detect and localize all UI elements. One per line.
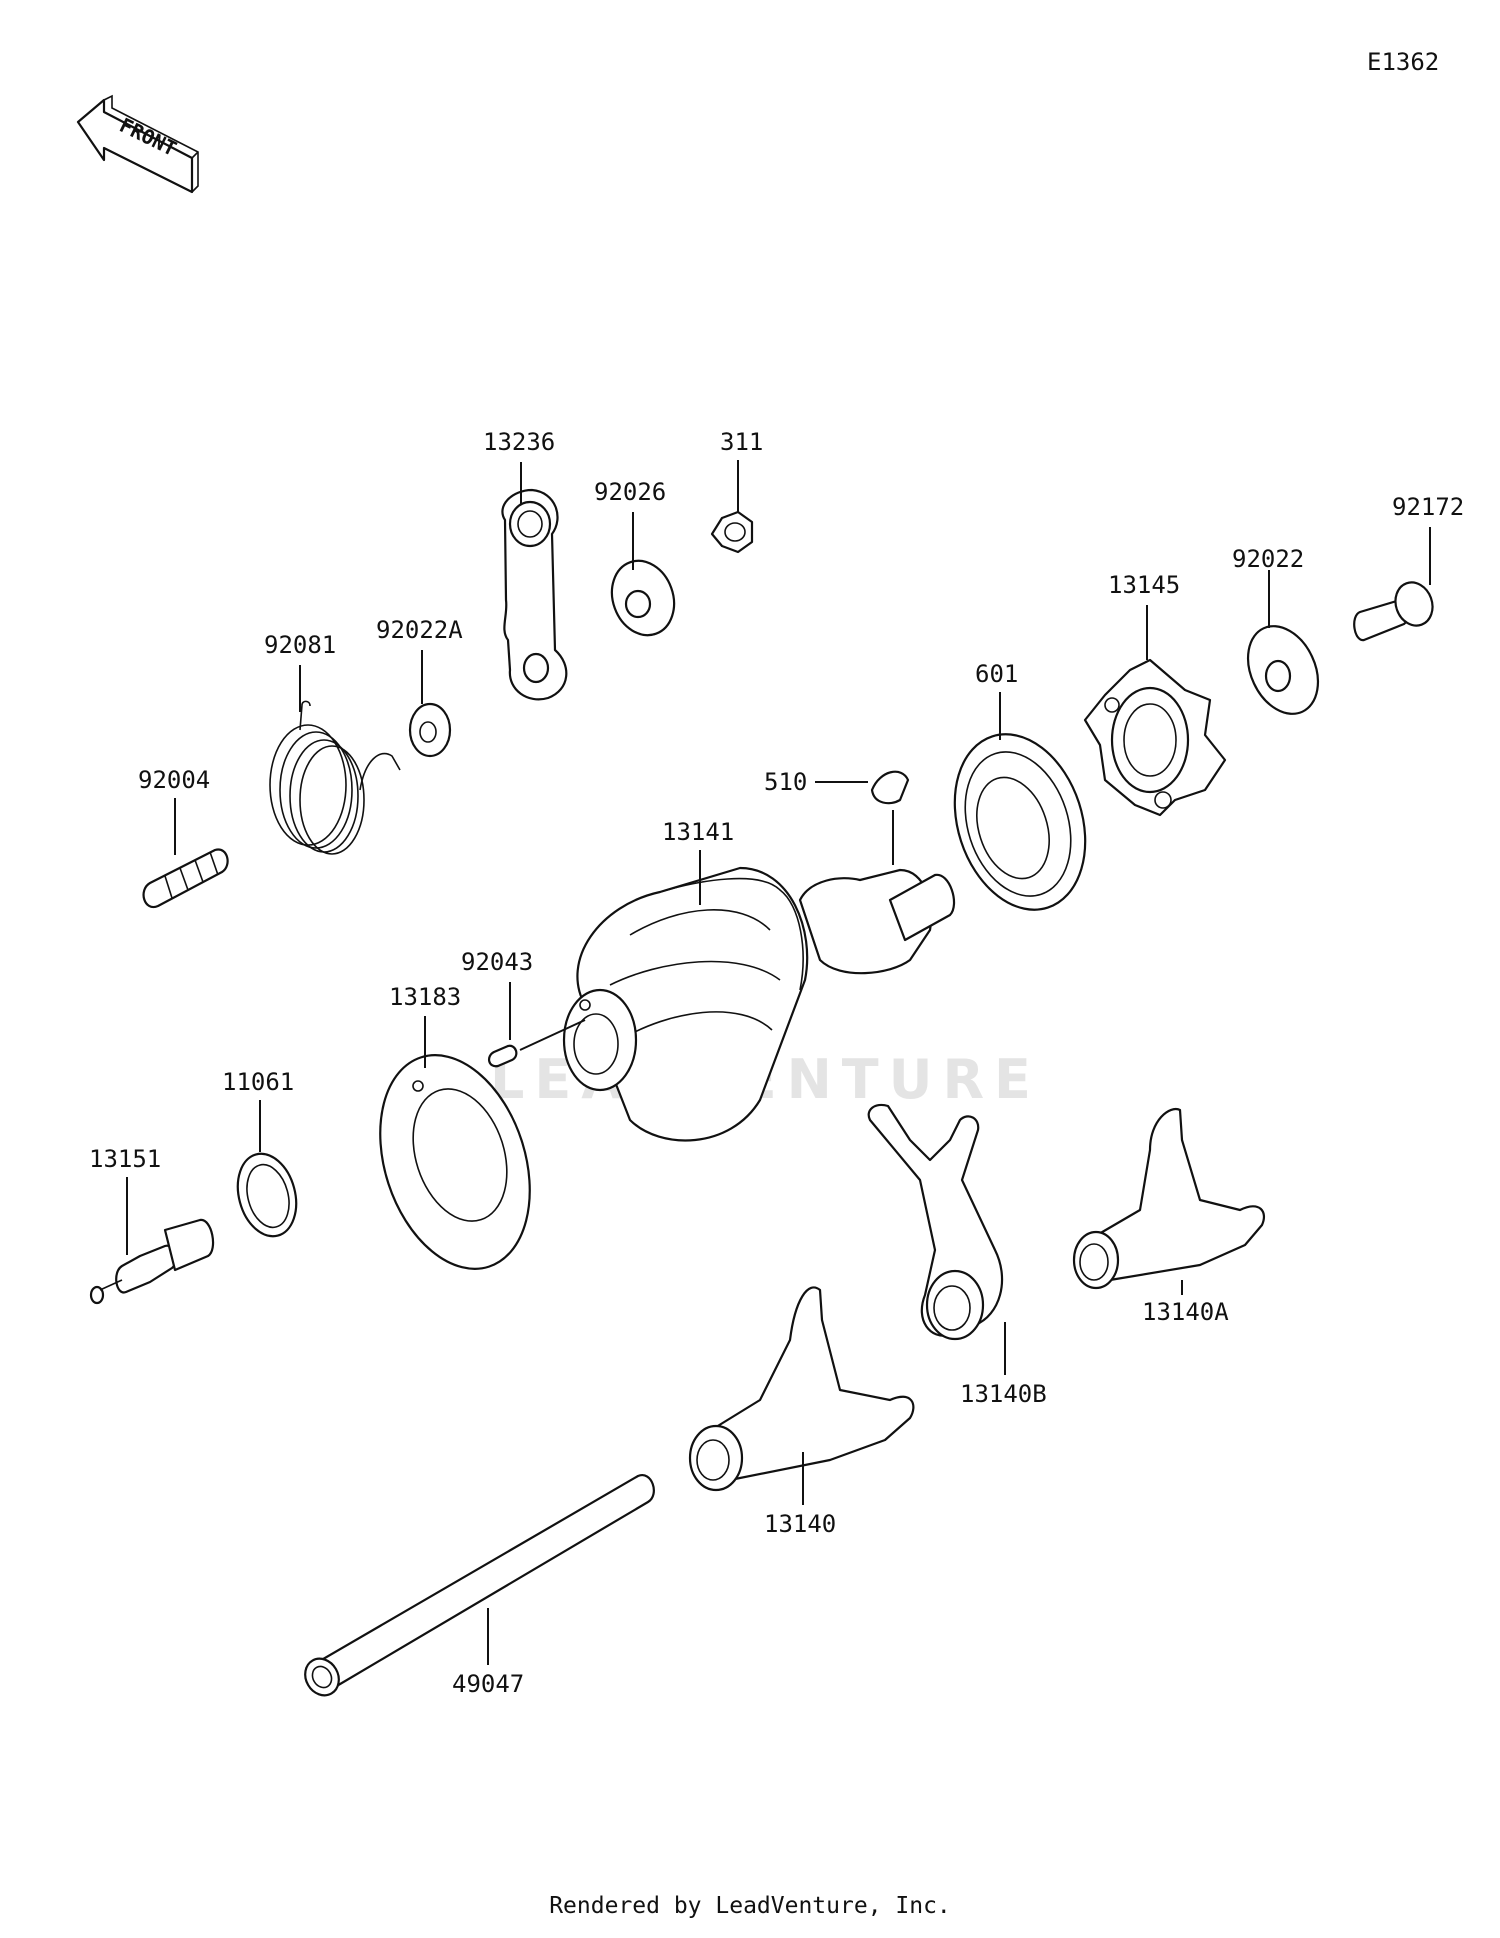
part-label-92043: 92043	[461, 948, 533, 976]
part-label-13236: 13236	[483, 428, 555, 456]
part-311-shape	[710, 510, 754, 554]
part-13140-shape	[688, 1286, 915, 1492]
part-label-13145: 13145	[1108, 571, 1180, 599]
leader-lines	[126, 460, 1431, 1665]
part-label-311: 311	[720, 428, 763, 456]
part-11061-shape	[236, 1152, 298, 1238]
part-510-shape	[870, 770, 910, 805]
part-label-11061: 11061	[222, 1068, 294, 1096]
part-13236-shape	[501, 488, 568, 701]
part-label-13140: 13140	[764, 1510, 836, 1538]
part-92026-shape	[610, 559, 676, 637]
part-label-13140a: 13140A	[1142, 1298, 1229, 1326]
diagram-id: E1362	[1367, 48, 1439, 76]
footer-credit: Rendered by LeadVenture, Inc.	[549, 1893, 951, 1919]
part-92022-shape	[1246, 625, 1320, 715]
part-13145-shape	[1083, 658, 1227, 817]
part-label-601: 601	[975, 660, 1018, 688]
part-92022a-shape	[408, 702, 452, 758]
part-label-92004: 92004	[138, 766, 210, 794]
part-13141-shape	[562, 866, 956, 1142]
part-92081-shape	[269, 700, 401, 855]
part-13140a-shape	[1072, 1107, 1266, 1290]
part-label-13140b: 13140B	[960, 1380, 1047, 1408]
part-92172-shape	[1353, 581, 1434, 642]
part-13183-shape	[379, 1054, 531, 1270]
part-label-510: 510	[764, 768, 807, 796]
part-label-92022a: 92022A	[376, 616, 463, 644]
part-13140b-shape	[867, 1103, 1004, 1341]
part-92004-shape	[142, 848, 229, 909]
part-601-shape	[953, 733, 1087, 911]
part-49047-shape	[304, 1474, 655, 1697]
part-label-13151: 13151	[89, 1145, 161, 1173]
part-label-92172: 92172	[1392, 493, 1464, 521]
part-labels: 13236 311 92026 92172 92081 92022A 13145…	[89, 428, 1464, 1698]
part-label-49047: 49047	[452, 1670, 524, 1698]
part-label-92022: 92022	[1232, 545, 1304, 573]
part-92043-shape	[488, 1019, 586, 1068]
part-label-13141: 13141	[662, 818, 734, 846]
part-13151-shape	[89, 1218, 215, 1305]
part-label-13183: 13183	[389, 983, 461, 1011]
part-label-92081: 92081	[264, 631, 336, 659]
part-label-92026: 92026	[594, 478, 666, 506]
front-arrow-icon: FRONT	[76, 94, 199, 194]
